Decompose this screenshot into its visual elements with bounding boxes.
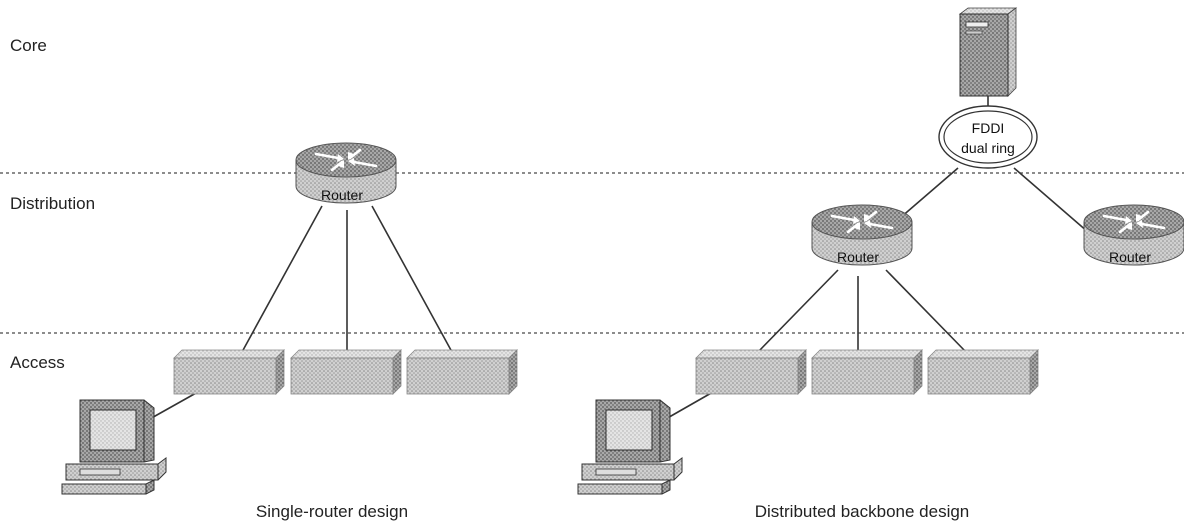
workstation-icon [577, 399, 683, 495]
link-ring-router-2 [1013, 167, 1089, 233]
switch-icon [811, 349, 923, 395]
router-label: Router [837, 249, 879, 265]
layer-label-core: Core [10, 36, 47, 55]
router-label: Router [1109, 249, 1151, 265]
switch-icon [927, 349, 1039, 395]
layer-label-distribution: Distribution [10, 194, 95, 213]
server-icon [958, 7, 1018, 97]
router-label: Router [321, 187, 363, 203]
link-ring-router-1 [899, 167, 959, 219]
distributed-backbone-caption: Distributed backbone design [755, 502, 970, 521]
switch-icon [173, 349, 285, 395]
fddi-ring-sublabel: dual ring [961, 140, 1015, 156]
switch-icon [406, 349, 518, 395]
distributed-backbone-design: FDDI dual ring Router Router Distributed… [577, 7, 1184, 521]
single-router-caption: Single-router design [256, 502, 408, 521]
fddi-ring-icon [938, 105, 1038, 169]
switch-icon [695, 349, 807, 395]
workstation-icon [61, 399, 167, 495]
fddi-ring-label: FDDI [972, 120, 1005, 136]
link-router-switch-4 [757, 269, 839, 353]
link-router-switch-6 [885, 269, 967, 353]
link-router-switch-1 [241, 205, 323, 353]
switch-icon [290, 349, 402, 395]
link-router-switch-3 [371, 205, 453, 353]
single-router-design: Router Single-router design [61, 141, 518, 521]
layer-label-access: Access [10, 353, 65, 372]
